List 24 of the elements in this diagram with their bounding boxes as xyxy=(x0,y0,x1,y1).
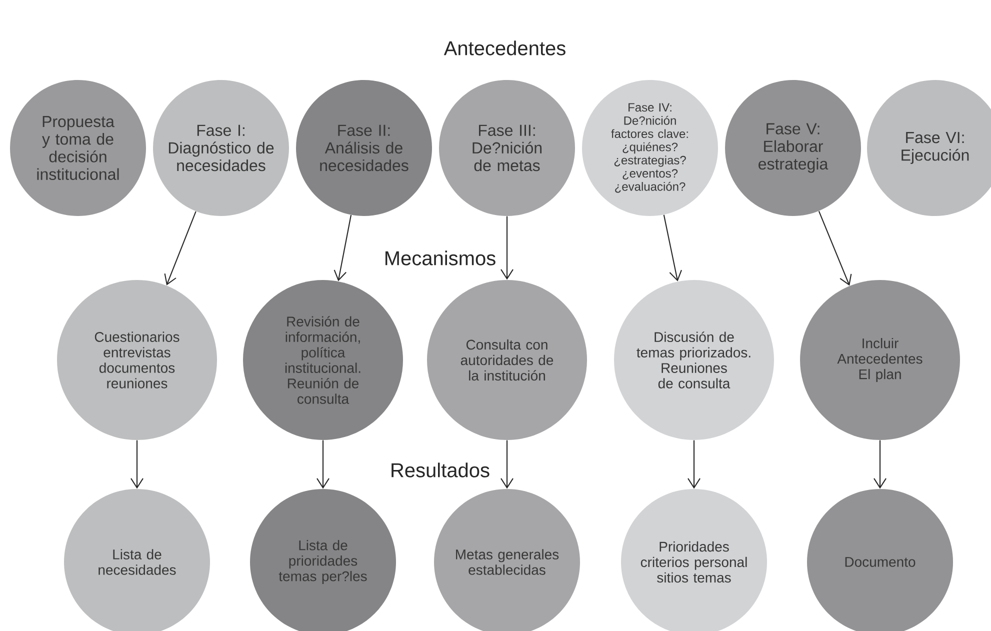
circle-node: Fase II: Análisis de necesidades xyxy=(296,80,432,216)
section-heading: Antecedentes xyxy=(444,40,566,56)
circle-node: Incluir Antecedentes El plan xyxy=(800,280,960,440)
circle-node: Discusión de temas priorizados. Reuniones de consulta xyxy=(614,280,774,440)
circle-node: Revisión de información, política institucional. Reunión de consulta xyxy=(243,280,403,440)
arrow xyxy=(334,214,352,282)
circle-node: Consulta con autoridades de la institución xyxy=(427,280,587,440)
circle-node: Propuesta y toma de decisión institucional xyxy=(10,80,146,216)
circle-node: Fase III: De?nición de metas xyxy=(439,80,575,216)
arrow xyxy=(500,440,514,489)
arrow xyxy=(316,440,330,489)
section-heading: Mecanismos xyxy=(386,250,496,266)
circle-node: Fase V: Elaborar estrategia xyxy=(725,80,862,216)
section-heading: Resultados xyxy=(392,462,490,478)
arrow xyxy=(663,214,682,282)
circle-node: Fase IV: De?nición factores clave: ¿quiénes? ¿estrategias? ¿eventos? ¿evaluación? xyxy=(582,80,718,216)
arrow xyxy=(164,211,196,286)
arrow xyxy=(874,440,886,489)
circle-node: Fase I: Diagnóstico de necesidades xyxy=(153,80,289,216)
circle-node: Cuestionarios entrevistas documentos reuniones xyxy=(57,280,217,440)
arrow xyxy=(688,440,700,489)
arrow xyxy=(818,210,852,286)
arrow xyxy=(500,216,514,280)
arrow xyxy=(130,440,144,489)
